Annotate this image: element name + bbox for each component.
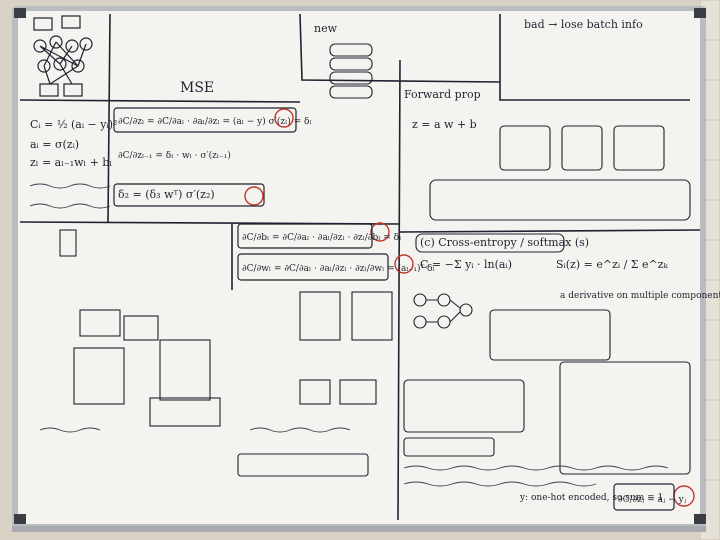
new-label: new <box>314 22 338 35</box>
marker-tray <box>12 526 706 532</box>
delta-prev-eq: ∂C/∂zₗ₋₁ = δₗ · wₗ · σ′(zₗ₋₁) <box>118 150 231 161</box>
delta-l-eq: ∂C/∂zₗ = ∂C/∂aₗ · ∂aₗ/∂zₗ = (aₗ − y) σ′(… <box>118 116 312 127</box>
bias-gradient-eq: ∂C/∂bₗ = ∂C/∂aₗ · ∂aₗ/∂zₗ · ∂zₗ/∂bₗ = δₗ <box>242 233 401 243</box>
frame-corner <box>694 8 706 18</box>
one-hot-note: y: one-hot encoded, so sum = 1 <box>519 493 663 503</box>
delta-vector-eq: δ₂ = (δ₃ wᵀ) σ′(z₂) <box>118 188 215 201</box>
mse-label: MSE <box>180 80 214 96</box>
gradient-boxes <box>237 223 389 281</box>
frame-corner <box>694 514 706 524</box>
cross-entropy-title-box <box>415 233 565 253</box>
cost-mse-eq: Cᵢ = ½ (aᵢ − yᵢ)² <box>30 118 117 131</box>
z-layer-eq: zₗ = aₗ₋₁wₗ + bₗ <box>30 156 112 169</box>
final-gradient-box <box>613 483 675 511</box>
handwriting-scribbles <box>29 183 669 487</box>
cross-entropy-title: (c) Cross-entropy / softmax (s) <box>420 236 589 249</box>
softmax-eq: Sᵢ(z) = e^zᵢ / Σ e^zₖ <box>556 258 669 271</box>
middle-lower-matrices <box>237 291 393 477</box>
bad-batch-note: bad → lose batch info <box>524 18 643 31</box>
cross-entropy-eq: C = −Σ yᵢ · ln(aᵢ) <box>420 258 512 271</box>
lower-left-matrices <box>59 229 221 427</box>
cost-definitions: Cᵢ = ½ (aᵢ − yᵢ)² aᵢ = σ(zᵢ) zₗ = aₗ₋₁wₗ… <box>30 118 117 169</box>
softmax-derivation <box>403 293 691 475</box>
board-surface <box>18 11 700 524</box>
chain-multi-note: a derivative on multiple components <box>560 291 720 301</box>
forward-prop-matrices <box>429 125 691 221</box>
red-star-icons <box>244 108 695 507</box>
z-eq: z = a w + b <box>412 118 477 131</box>
frame-corner <box>14 8 26 18</box>
activation-eq: aᵢ = σ(zᵢ) <box>30 138 79 151</box>
section-dividers <box>19 13 701 521</box>
delta-boxes <box>113 107 297 207</box>
frame-corner <box>14 514 26 524</box>
weight-gradient-eq: ∂C/∂wₗ = ∂C/∂aₗ · ∂aₗ/∂zₗ · ∂zₗ/∂wₗ = (a… <box>242 263 435 274</box>
new-matrix <box>329 43 373 99</box>
network-diagram <box>33 15 93 97</box>
forward-prop-label: Forward prop <box>404 88 481 101</box>
final-gradient-eq: ∂C/∂zⱼ = aⱼ − yⱼ <box>618 495 686 505</box>
